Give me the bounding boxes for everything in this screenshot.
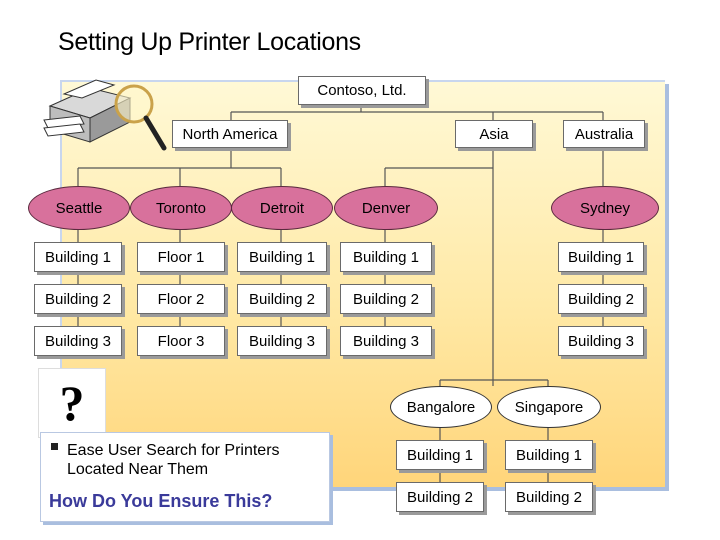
- singapore-building-2: Building 2: [505, 482, 593, 512]
- root-node-box: Contoso, Ltd.: [298, 76, 426, 105]
- seattle-building-1: Building 1: [34, 242, 122, 272]
- detroit-building-3: Building 3: [237, 326, 327, 356]
- city-oval-detroit: Detroit: [231, 186, 333, 230]
- callout-question: How Do You Ensure This?: [49, 491, 272, 512]
- bangalore-building-2: Building 2: [396, 482, 484, 512]
- printer-icon: [40, 76, 180, 156]
- toronto-floor-1: Floor 1: [137, 242, 225, 272]
- question-mark-icon: ?: [38, 368, 106, 438]
- toronto-floor-3: Floor 3: [137, 326, 225, 356]
- callout-bullet-text: Ease User Search for Printers Located Ne…: [67, 441, 327, 479]
- toronto-floor-2: Floor 2: [137, 284, 225, 314]
- city-oval-denver: Denver: [334, 186, 438, 230]
- bullet-icon: [51, 443, 58, 450]
- city-oval-sydney: Sydney: [551, 186, 659, 230]
- sydney-building-1: Building 1: [558, 242, 644, 272]
- denver-building-1: Building 1: [340, 242, 432, 272]
- region-box-north-america: North America: [172, 120, 288, 148]
- denver-building-2: Building 2: [340, 284, 432, 314]
- city-oval-seattle: Seattle: [28, 186, 130, 230]
- city-oval-toronto: Toronto: [130, 186, 232, 230]
- singapore-building-1: Building 1: [505, 440, 593, 470]
- sydney-building-3: Building 3: [558, 326, 644, 356]
- detroit-building-1: Building 1: [237, 242, 327, 272]
- callout-box: Ease User Search for Printers Located Ne…: [40, 432, 330, 522]
- bangalore-building-1: Building 1: [396, 440, 484, 470]
- magnifier-icon: [116, 86, 164, 148]
- city-oval-singapore: Singapore: [497, 386, 601, 428]
- sydney-building-2: Building 2: [558, 284, 644, 314]
- seattle-building-3: Building 3: [34, 326, 122, 356]
- region-box-asia: Asia: [455, 120, 533, 148]
- city-oval-bangalore: Bangalore: [390, 386, 492, 428]
- page-title: Setting Up Printer Locations: [58, 28, 361, 57]
- region-box-australia: Australia: [563, 120, 645, 148]
- detroit-building-2: Building 2: [237, 284, 327, 314]
- seattle-building-2: Building 2: [34, 284, 122, 314]
- denver-building-3: Building 3: [340, 326, 432, 356]
